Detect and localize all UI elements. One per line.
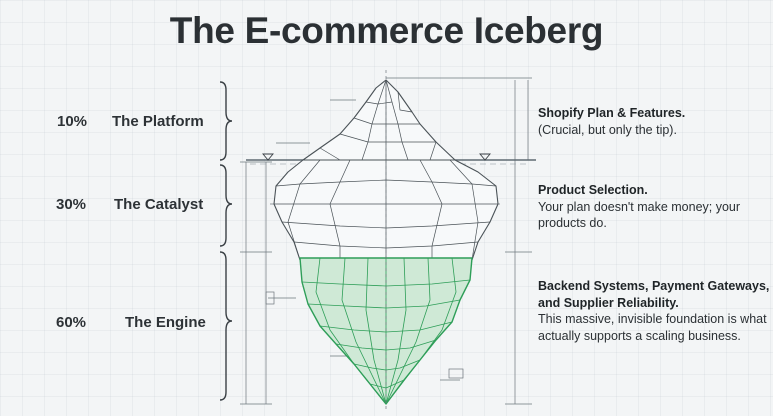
tier-engine-percent: 60% bbox=[56, 314, 87, 331]
tier-engine-description: Backend Systems, Payment Gateways, and S… bbox=[538, 278, 770, 344]
tier-platform-percent: 10% bbox=[57, 113, 88, 130]
brace-platform bbox=[219, 81, 233, 161]
water-level-markers bbox=[262, 153, 491, 161]
tier-catalyst-description: Product Selection. Your plan doesn't mak… bbox=[538, 182, 770, 232]
tier-engine-name: The Engine bbox=[125, 314, 206, 331]
tier-platform-description: Shopify Plan & Features. (Crucial, but o… bbox=[538, 105, 770, 138]
tier-engine-heading: Backend Systems, Payment Gateways, and S… bbox=[538, 279, 770, 310]
tier-braces bbox=[219, 81, 233, 401]
dimension-lines bbox=[240, 77, 532, 405]
page-title: The E-commerce Iceberg bbox=[169, 10, 604, 51]
tier-platform-text: (Crucial, but only the tip). bbox=[538, 122, 677, 137]
brace-engine bbox=[219, 251, 233, 401]
tier-engine-text: This massive, invisible foundation is wh… bbox=[538, 312, 767, 343]
tier-catalyst-name: The Catalyst bbox=[114, 196, 204, 213]
brace-catalyst bbox=[219, 164, 233, 247]
tier-catalyst-text: Your plan doesn't make money; your produ… bbox=[538, 199, 741, 231]
tier-platform-heading: Shopify Plan & Features. bbox=[538, 106, 686, 120]
tier-catalyst-heading: Product Selection. bbox=[538, 183, 648, 197]
tier-platform-name: The Platform bbox=[112, 113, 204, 130]
tier-catalyst-percent: 30% bbox=[56, 196, 87, 213]
iceberg-tip bbox=[302, 79, 456, 161]
